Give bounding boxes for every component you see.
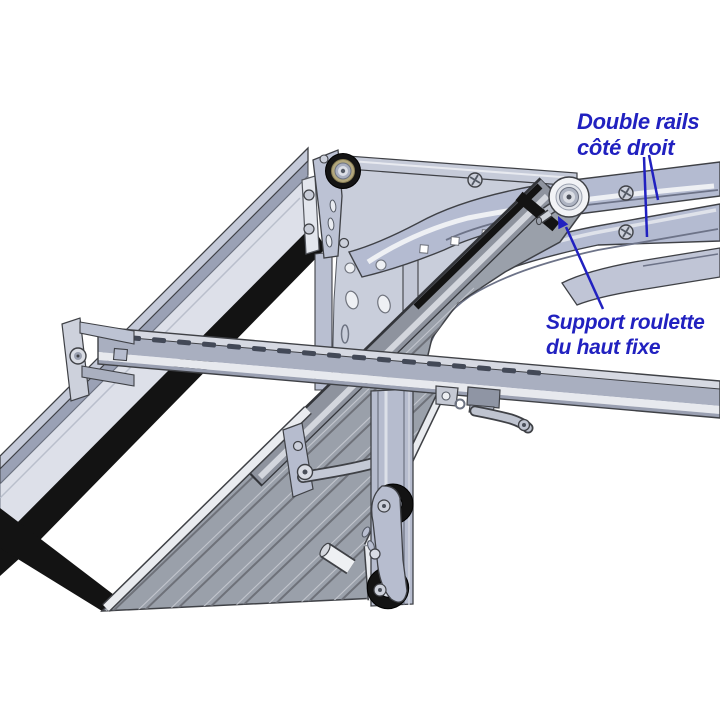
screw-icon [618, 185, 634, 201]
roller-carrier-plate [371, 485, 408, 603]
annotation-double-rails: Double rails côté droit [577, 109, 700, 161]
trolley-block [466, 386, 501, 409]
rail-end-bracket [61, 317, 135, 402]
screw-icon [467, 172, 483, 188]
annotation-support-roulette: Support roulette du haut fixe [546, 310, 705, 360]
vertical-track-carriage [319, 388, 414, 610]
top-roller-assembly [535, 176, 590, 226]
annotation-line: côté droit [577, 135, 675, 160]
annotation-line: du haut fixe [546, 336, 661, 359]
release-lever-icon [469, 405, 534, 434]
trolley-lever [435, 385, 534, 434]
operator-rail [61, 317, 720, 419]
cable-pulley-icon [325, 153, 361, 189]
top-roller-icon [548, 176, 590, 218]
pulley-assembly [301, 149, 578, 259]
roller-bracket-black [515, 191, 560, 232]
rail-bottom-flange [561, 247, 720, 306]
arrowhead-icon [558, 216, 569, 230]
panel-edge-highlight [102, 406, 312, 612]
annotation-leaders [558, 154, 660, 310]
track-seal-strip [0, 226, 326, 576]
screw-icon [618, 224, 634, 240]
axle-cylinder [319, 542, 356, 575]
leader-roller-support [564, 226, 605, 310]
track-seal-end [0, 508, 118, 611]
leader-lower-rail [642, 156, 649, 238]
leader-upper-rail [647, 154, 660, 201]
annotation-line: Double rails [577, 109, 700, 134]
annotation-line: Support roulette [546, 311, 705, 334]
